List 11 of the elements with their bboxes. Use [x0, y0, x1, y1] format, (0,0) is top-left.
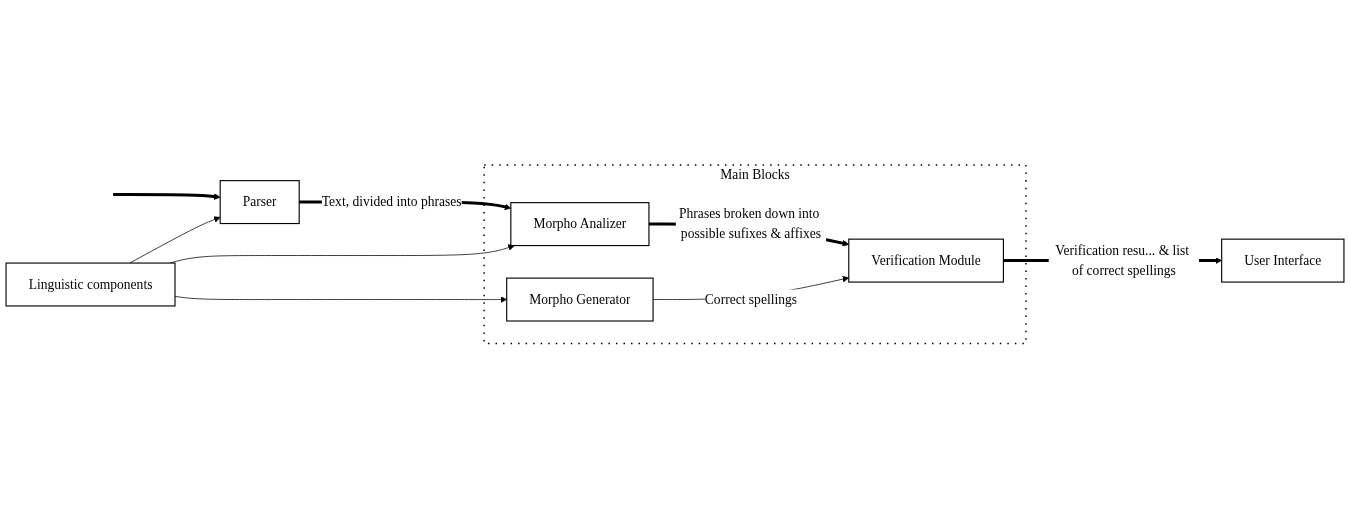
node-box: Linguistic components [5, 262, 176, 307]
arrow [113, 193, 221, 201]
edge-label: Text, divided into phrases [321, 194, 462, 210]
edge-label: Phrases broken down into possible sufixes & affixes [679, 206, 821, 242]
edge-label: Verification resu... & list of correct spellings [1055, 242, 1190, 279]
node-box: Parser [219, 180, 300, 225]
node-box: Morpho Generator [506, 277, 654, 322]
node-box: Morpho Analizer [510, 202, 650, 247]
node-box: Verification Module [848, 238, 1004, 283]
edge-label: Correct spellings [704, 291, 798, 307]
node-box: User Interface [1221, 238, 1345, 283]
